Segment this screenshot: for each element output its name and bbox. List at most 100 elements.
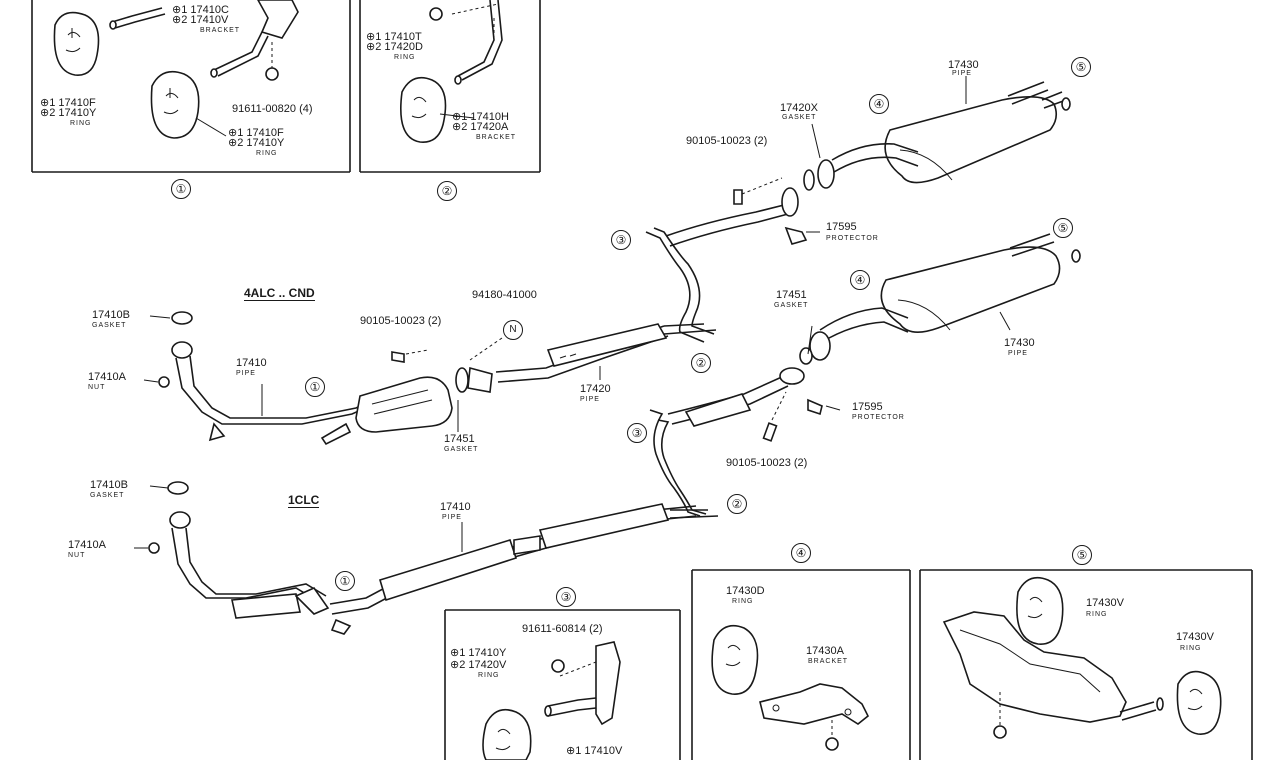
upper-gasket-17451-right: 17451 — [776, 289, 807, 301]
inset-4-frame — [692, 570, 910, 760]
upper-gasket-17451-right-sub: GASKET — [774, 302, 809, 309]
inset-1-ring2-part-1: ⊕1 17410F — [228, 127, 284, 139]
upper-muffler — [804, 82, 1070, 190]
callout-4-upper: ④ — [869, 94, 889, 114]
lower-nut-sub: NUT — [68, 552, 86, 559]
lower-protector-sub: PROTECTOR — [852, 414, 905, 421]
inset-1-top-part-1: ⊕1 17410C — [172, 4, 229, 16]
callout-2-inset: ② — [437, 181, 457, 201]
inset-3-bolt-label: 91611-60814 (2) — [522, 623, 603, 635]
inset-2-ring — [401, 78, 474, 142]
inset-2-ring-part-2: ⊕2 17420D — [366, 41, 423, 53]
lower-protector-17595: 17595 — [852, 401, 883, 413]
inset-5-ring1-sub: RING — [1086, 611, 1108, 618]
inset-4-bracket-sub: BRACKET — [808, 658, 849, 665]
inset-1-top-part-2: ⊕2 17410V — [172, 14, 229, 26]
inset-5-ring2-label: 17430V — [1176, 631, 1214, 643]
inset-4-bracket — [760, 684, 868, 750]
callout-5-inset: ⑤ — [1072, 545, 1092, 565]
callout-2-upper: ② — [691, 353, 711, 373]
lower-long-pipe — [330, 504, 718, 614]
upper-protector-17595: 17595 — [826, 221, 857, 233]
upper-pipe-17420-sub: PIPE — [580, 396, 600, 403]
lower-tailpipe-3 — [650, 348, 822, 516]
section-1clc: 1CLC — [288, 493, 320, 508]
callout-1-inset: ① — [171, 179, 191, 199]
upper-gasket-17410b: 17410B — [92, 309, 130, 321]
callout-5-upper: ⑤ — [1071, 57, 1091, 77]
lower-front-pipe — [149, 482, 350, 634]
lower-bolt-label: 90105-10023 (2) — [726, 457, 808, 469]
inset-3-ring-sub: RING — [478, 672, 500, 679]
inset-5-ring-upper — [1017, 578, 1063, 644]
inset-1-bolt-label: 91611-00820 (4) — [232, 103, 313, 115]
upper-gasket-17410b-sub: GASKET — [92, 322, 127, 329]
upper-gasket-17451-sub: GASKET — [444, 446, 479, 453]
upper-plug-label: 94180-41000 — [472, 289, 537, 301]
inset-1-ring1-sub: RING — [70, 120, 92, 127]
upper-pipe-17430: 17430 — [948, 59, 979, 71]
inset-1-ring-lower — [151, 72, 226, 138]
upper-pipe-17410-sub: PIPE — [236, 370, 256, 377]
inset-4-ring-label: 17430D — [726, 585, 765, 597]
inset-3-bracket — [545, 642, 620, 724]
inset-1-ring1-part-1: ⊕1 17410F — [40, 97, 96, 109]
inset-2-bracket-sub: BRACKET — [476, 134, 517, 141]
inset-3-ring-part-1: ⊕1 17410Y — [450, 647, 507, 659]
upper-gasket-17420x: 17420X — [780, 102, 818, 114]
upper-pipe-17430-sub: PIPE — [952, 70, 972, 77]
callout-2-lower: ② — [727, 494, 747, 514]
inset-5-frame — [920, 570, 1252, 760]
inset-5-ring2-sub: RING — [1180, 645, 1202, 652]
callout-4-inset: ④ — [791, 543, 811, 563]
lower-pipe-17430-sub: PIPE — [1008, 350, 1028, 357]
inset-1-ring1-part-2: ⊕2 17410Y — [40, 107, 97, 119]
upper-protector — [786, 228, 806, 244]
upper-tailpipe-3 — [646, 178, 798, 342]
callout-3-inset: ③ — [556, 587, 576, 607]
callout-1-upper: ① — [305, 377, 325, 397]
callout-1-lower: ① — [335, 571, 355, 591]
lower-pipe-17430: 17430 — [1004, 337, 1035, 349]
lower-gasket-17410b: 17410B — [90, 479, 128, 491]
callout-3-lower: ③ — [627, 423, 647, 443]
inset-4-ring-sub: RING — [732, 598, 754, 605]
leader-lines — [134, 76, 1010, 552]
inset-1-bracket — [211, 0, 298, 80]
inset-4-ring — [712, 626, 757, 694]
inset-2-bracket-part-2: ⊕2 17420A — [452, 121, 509, 133]
upper-bolt-label: 90105-10023 (2) — [686, 135, 768, 147]
inset-1-ring-upper — [54, 13, 98, 76]
lower-gasket-17410b-sub: GASKET — [90, 492, 125, 499]
section-4alc-cnd: 4ALC .. CND — [244, 286, 315, 301]
inset-1-hanger-top — [110, 8, 165, 29]
inset-5-ring-lower — [1177, 672, 1220, 735]
inset-2-ring-sub: RING — [394, 54, 416, 61]
inset-2-ring-part-1: ⊕1 17410T — [366, 31, 422, 43]
inset-1-ring2-part-2: ⊕2 17410Y — [228, 137, 285, 149]
upper-gasket-17420x-sub: GASKET — [782, 114, 817, 121]
inset-2-frame — [360, 0, 540, 172]
upper-pipe-17420: 17420 — [580, 383, 611, 395]
inset-3-ring — [483, 710, 531, 760]
inset-5-bracket — [944, 612, 1163, 738]
callout-5-mid: ⑤ — [1053, 218, 1073, 238]
inset-3-ring-part-2: ⊕2 17420V — [450, 659, 507, 671]
inset-1-ring2-sub: RING — [256, 150, 278, 157]
inset-3-bracket-part-1: ⊕1 17410V — [566, 745, 623, 757]
upper-catalytic-converter — [322, 368, 492, 444]
inset-5-ring1-label: 17430V — [1086, 597, 1124, 609]
lower-pipe-17410: 17410 — [440, 501, 471, 513]
inset-1-frame — [32, 0, 350, 172]
upper-front-pipe — [159, 312, 390, 440]
upper-gasket-17451: 17451 — [444, 433, 475, 445]
inset-3-frame — [445, 610, 680, 760]
lower-pipe-17410-sub: PIPE — [442, 514, 462, 521]
callout-3-upper: ③ — [611, 230, 631, 250]
upper-center-pipe — [392, 323, 716, 382]
callout-n: N — [503, 320, 523, 340]
inset-1-bracket-sub: BRACKET — [200, 27, 241, 34]
lower-muffler — [810, 234, 1080, 360]
upper-pipe-17410: 17410 — [236, 357, 267, 369]
